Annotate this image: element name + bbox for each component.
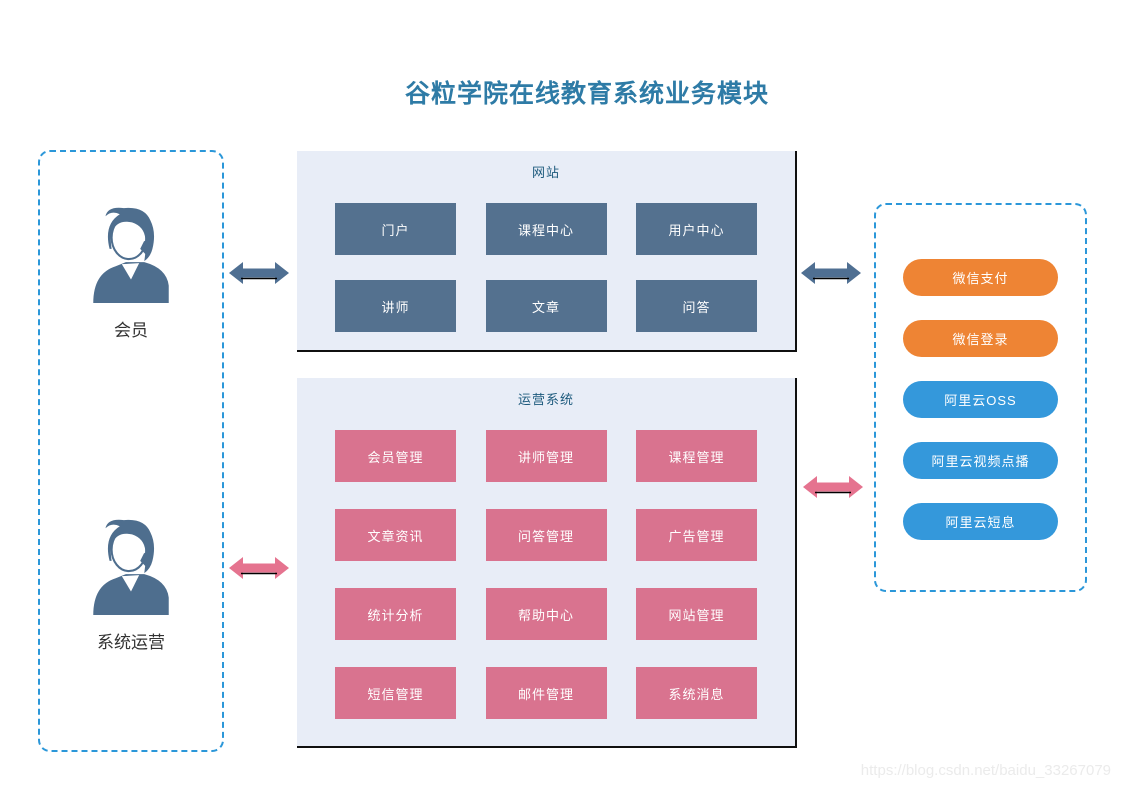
module-ad-mgmt: 广告管理 [636, 509, 757, 561]
module-user-center: 用户中心 [636, 203, 757, 255]
module-member-mgmt: 会员管理 [335, 430, 456, 482]
module-system-message: 系统消息 [636, 667, 757, 719]
module-sms-mgmt: 短信管理 [335, 667, 456, 719]
service-aliyun-oss: 阿里云OSS [903, 381, 1058, 418]
operations-module-grid: 会员管理 讲师管理 课程管理 文章资讯 问答管理 广告管理 统计分析 帮助中心 … [297, 430, 795, 719]
service-wechat-pay: 微信支付 [903, 259, 1058, 296]
module-qa: 问答 [636, 280, 757, 332]
module-site-mgmt: 网站管理 [636, 588, 757, 640]
actors-group-box: 会员 系统运营 [38, 150, 224, 752]
module-article: 文章 [485, 280, 607, 332]
external-services-box: 微信支付 微信登录 阿里云OSS 阿里云视频点播 阿里云短息 [874, 203, 1087, 592]
module-help-center: 帮助中心 [485, 588, 607, 640]
module-article-news: 文章资讯 [335, 509, 456, 561]
arrow-operations-services [802, 471, 864, 503]
module-statistics: 统计分析 [335, 588, 456, 640]
service-wechat-login: 微信登录 [903, 320, 1058, 357]
module-lecturer-mgmt: 讲师管理 [485, 430, 607, 482]
arrow-operator-operations [228, 552, 290, 584]
arrow-member-website [228, 257, 290, 289]
module-course-center: 课程中心 [485, 203, 607, 255]
actor-system-operator: 系统运营 [40, 516, 222, 653]
person-icon [40, 204, 222, 306]
service-aliyun-vod: 阿里云视频点播 [903, 442, 1058, 479]
website-module-grid: 门户 课程中心 用户中心 讲师 文章 问答 [297, 203, 795, 332]
watermark-url: https://blog.csdn.net/baidu_33267079 [860, 762, 1111, 779]
module-qa-mgmt: 问答管理 [485, 509, 607, 561]
actor-system-operator-label: 系统运营 [97, 633, 165, 652]
actor-member-label: 会员 [114, 321, 148, 340]
page-title: 谷粒学院在线教育系统业务模块 [404, 80, 769, 108]
module-mail-mgmt: 邮件管理 [485, 667, 607, 719]
person-icon [40, 516, 222, 618]
service-pill-stack: 微信支付 微信登录 阿里云OSS 阿里云视频点播 阿里云短息 [903, 259, 1058, 540]
module-portal: 门户 [335, 203, 456, 255]
module-lecturer: 讲师 [335, 280, 456, 332]
website-panel: 网站 门户 课程中心 用户中心 讲师 文章 问答 [297, 151, 797, 352]
arrow-website-services [800, 257, 862, 289]
website-panel-title: 网站 [531, 165, 560, 180]
module-course-mgmt: 课程管理 [636, 430, 757, 482]
operations-panel: 运营系统 会员管理 讲师管理 课程管理 文章资讯 问答管理 广告管理 统计分析 … [297, 378, 797, 748]
service-aliyun-sms: 阿里云短息 [903, 503, 1058, 540]
actor-member: 会员 [40, 204, 222, 341]
operations-panel-title: 运营系统 [517, 392, 574, 407]
